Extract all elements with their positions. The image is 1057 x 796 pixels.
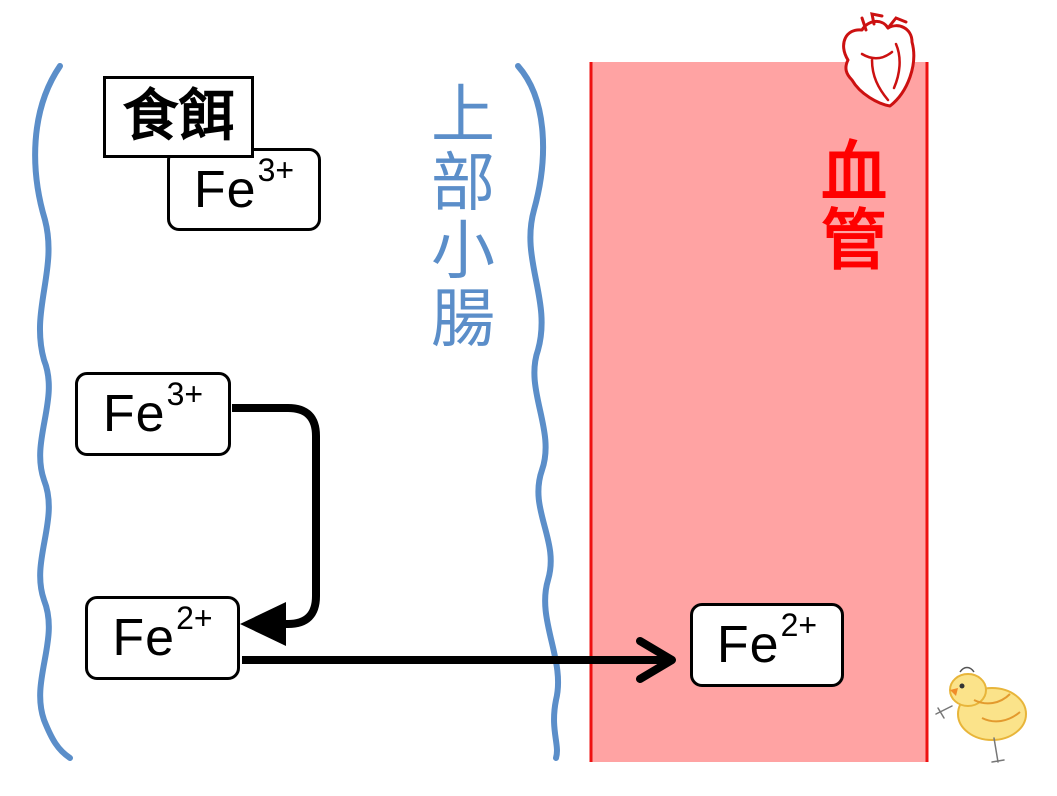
intestine-label-char: 部 <box>431 147 495 221</box>
intestine-wall-right <box>515 63 562 761</box>
heart-icon <box>842 12 916 108</box>
food-iron-symbol: Fe <box>193 160 257 219</box>
blood-iron2-symbol: Fe <box>716 616 780 674</box>
intestine-label-char: 腸 <box>431 283 495 357</box>
chick-icon <box>935 666 1027 763</box>
transport-arrow-head <box>636 637 676 683</box>
vessel-label: 血 管 <box>816 140 892 276</box>
intestine-iron3-symbol: Fe <box>102 385 166 443</box>
food-label: 食餌 <box>103 76 254 158</box>
intestine-wall-left <box>32 63 73 761</box>
reduction-arrow <box>232 404 320 628</box>
food-iron-charge: 3+ <box>257 151 295 188</box>
vessel-label-char: 管 <box>821 202 887 279</box>
reduction-arrow-head <box>240 602 286 646</box>
vessel-label-char: 血 <box>821 134 887 211</box>
intestine-label-char: 小 <box>431 215 495 289</box>
intestine-label: 上 部 小 腸 <box>428 84 498 356</box>
blood-iron2-charge: 2+ <box>780 607 818 643</box>
intestine-iron3-charge: 3+ <box>166 376 204 412</box>
intestine-iron2-symbol: Fe <box>112 609 176 667</box>
intestine-label-char: 上 <box>431 79 495 153</box>
intestine-iron2-charge: 2+ <box>176 600 213 636</box>
